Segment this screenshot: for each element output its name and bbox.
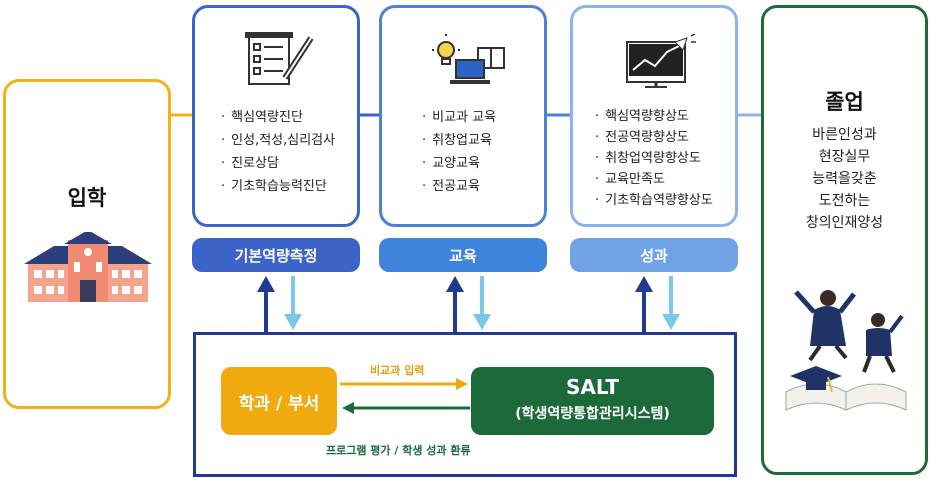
growth-chart-monitor-icon — [626, 34, 696, 88]
graduates-icon — [785, 290, 907, 411]
arrowhead-salt-to-dept — [342, 402, 354, 414]
stage2-item: 교양교육 — [422, 152, 496, 175]
stage2-item: 비교과 교육 — [422, 106, 496, 129]
salt-title: SALT — [566, 375, 619, 399]
stage3-item: 핵심역량향상도 — [595, 106, 713, 127]
stage3-label: 성과 — [570, 238, 738, 272]
stage3-item: 취창업역량향상도 — [595, 148, 713, 169]
graduation-card: 졸업 — [761, 5, 928, 475]
lightbulb-laptop-icon — [432, 34, 505, 84]
salt-subtitle: (학생역량통합관리시스템) — [515, 406, 670, 422]
graduation-description: 바른인성과 현장실무 능력을갖춘 도전하는 창의인재양성 — [761, 124, 928, 234]
stage-card-1: 핵심역량진단 인성,적성,심리검사 진로상담 기초학습능력진단 — [192, 5, 360, 227]
graduation-line: 능력을갖춘 — [812, 171, 877, 187]
down-arrowhead-stage3 — [662, 314, 680, 330]
stage3-item: 전공역량향상도 — [595, 127, 713, 148]
graduation-line: 바른인성과 — [812, 127, 877, 143]
stage3-item: 교육만족도 — [595, 169, 713, 190]
stage1-item: 핵심역량진단 — [221, 106, 335, 129]
stage3-item: 기초학습역량향상도 — [595, 190, 713, 211]
up-arrowhead-stage1 — [257, 276, 275, 292]
system-box — [193, 332, 737, 477]
stage1-item: 인성,적성,심리검사 — [221, 129, 335, 152]
arrow-top-label: 비교과 입력 — [370, 364, 425, 377]
stage2-item: 전공교육 — [422, 175, 496, 198]
stage1-label: 기본역량측정 — [192, 238, 360, 272]
graduation-line: 도전하는 — [818, 193, 871, 209]
stage3-list: 핵심역량향상도 전공역량향상도 취창업역량향상도 교육만족도 기초학습역량향상도 — [595, 106, 713, 211]
graduation-title: 졸업 — [825, 90, 864, 114]
down-arrowhead-stage1 — [284, 314, 302, 330]
entry-card: 입학 — [3, 79, 171, 409]
down-arrowhead-stage2 — [473, 314, 491, 330]
school-building-icon — [24, 232, 152, 302]
graduation-line: 창의인재양성 — [805, 215, 884, 231]
checklist-icon — [245, 32, 314, 85]
arrow-bottom-label: 프로그램 평가 / 학생 성과 환류 — [326, 444, 471, 457]
stage-card-2: 비교과 교육 취창업교육 교양교육 전공교육 — [379, 5, 547, 227]
up-arrowhead-stage3 — [635, 276, 653, 292]
dept-box: 학과 / 부서 — [221, 367, 337, 435]
stage2-list: 비교과 교육 취창업교육 교양교육 전공교육 — [422, 106, 496, 198]
entry-title: 입학 — [67, 186, 107, 210]
stage2-label: 교육 — [379, 238, 547, 272]
salt-box: SALT (학생역량통합관리시스템) — [471, 367, 714, 435]
stage-card-3: 핵심역량향상도 전공역량향상도 취창업역량향상도 교육만족도 기초학습역량향상도 — [570, 5, 738, 227]
stage1-item: 진로상담 — [221, 152, 335, 175]
graduation-line: 현장실무 — [818, 149, 871, 165]
stage1-item: 기초학습능력진단 — [221, 175, 335, 198]
arrowhead-dept-to-salt — [456, 378, 468, 390]
up-arrowhead-stage2 — [446, 276, 464, 292]
stage2-item: 취창업교육 — [422, 129, 496, 152]
stage1-list: 핵심역량진단 인성,적성,심리검사 진로상담 기초학습능력진단 — [221, 106, 335, 198]
